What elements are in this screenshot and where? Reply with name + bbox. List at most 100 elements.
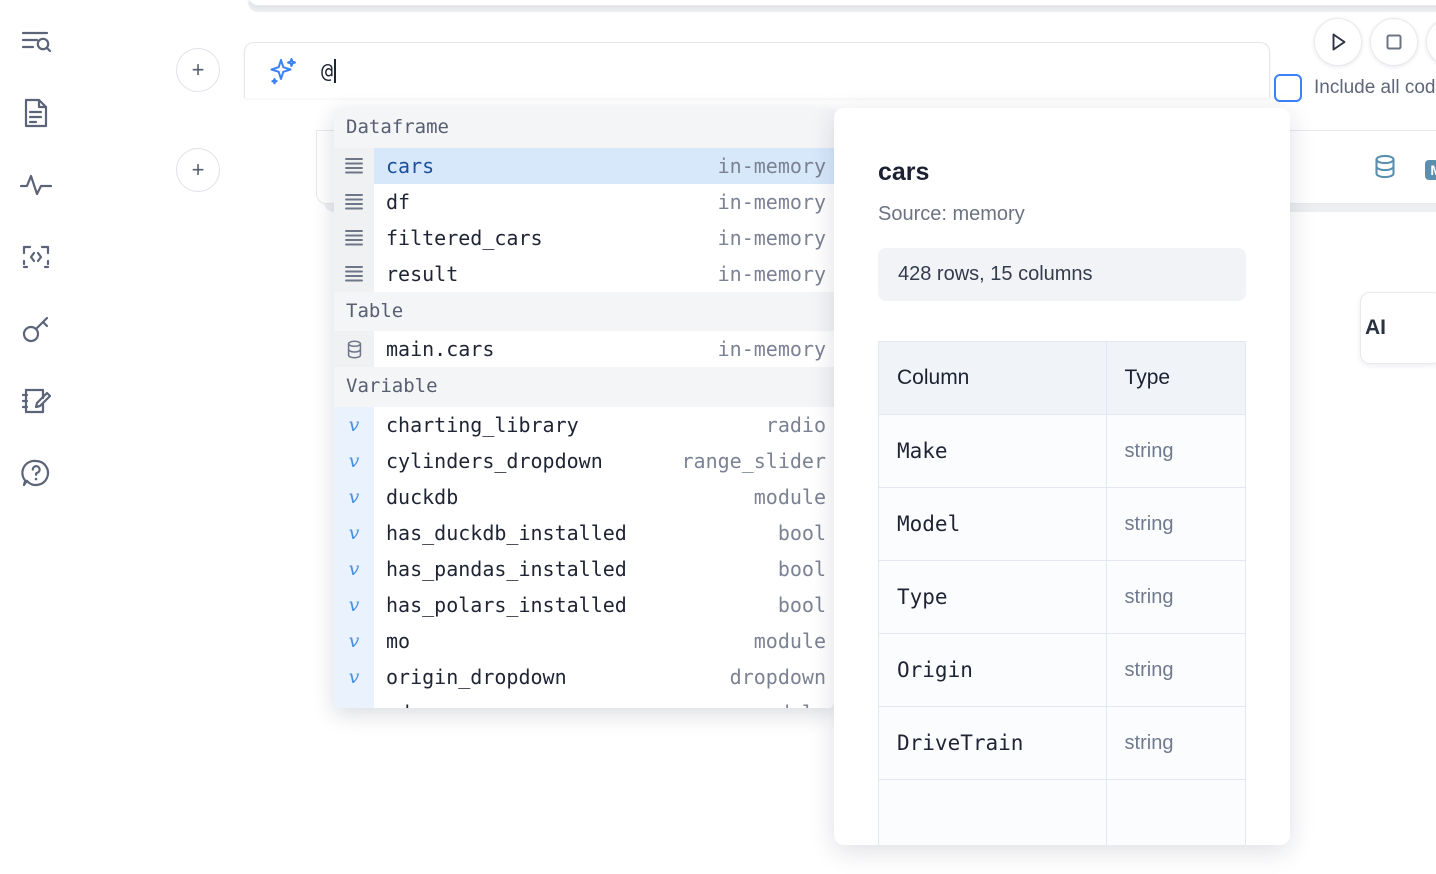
scratchpad-edit-icon[interactable] [13,378,59,424]
ai-chip[interactable]: AI [1360,292,1436,364]
sparkle-icon [267,55,299,87]
autocomplete-item-label: origin_dropdown [386,664,567,689]
left-sidebar [0,0,72,874]
markdown-icon[interactable]: M↓ [1425,159,1436,180]
outline-search-icon[interactable] [13,18,59,64]
autocomplete-item-label: main.cars [386,337,495,362]
autocomplete-item-type: in-memory [717,337,826,362]
schema-cell-type: string [1105,414,1247,488]
autocomplete-item[interactable]: main.cars in-memory [334,331,834,368]
schema-column-type: string [1124,512,1174,535]
autocomplete-item-type: radio [765,412,826,437]
schema-table-header-row: Column Type [878,341,1247,415]
schema-column-name: Type [897,585,948,609]
schema-table-row [878,779,1247,845]
variable-glyph-icon: v [334,442,374,479]
documentation-panel: cars Source: memory 428 rows, 15 columns… [834,108,1290,845]
variable-glyph-icon: v [334,514,374,551]
autocomplete-item-body: main.cars in-memory [374,331,834,367]
file-text-icon[interactable] [13,90,59,136]
schema-column-name: Origin [897,658,973,682]
variable-glyph-icon: v [334,694,374,708]
schema-column-name: DriveTrain [897,731,1024,755]
more-actions-button[interactable] [1426,18,1436,66]
autocomplete-item-label: cylinders_dropdown [386,448,603,473]
autocomplete-item[interactable]: result in-memory [334,255,834,292]
autocomplete-item-label: result [386,261,459,286]
schema-header-type-label: Type [1124,366,1171,389]
autocomplete-item-label: mo [386,628,411,653]
doc-title: cars [878,158,930,186]
key-icon[interactable] [13,306,59,352]
add-cell-below-button[interactable]: + [176,148,220,192]
help-chat-icon[interactable] [13,450,59,496]
schema-cell-type [1105,779,1247,845]
schema-header-column: Column [878,341,1107,415]
autocomplete-item-body: result in-memory [374,256,834,292]
include-all-code-checkbox[interactable] [1274,74,1302,102]
include-all-code-row[interactable]: Include all code [1274,74,1436,102]
autocomplete-item-type: range_slider [681,448,827,473]
database-icon [334,331,374,368]
autocomplete-item-type: bool [777,520,826,545]
autocomplete-item-type: in-memory [717,261,826,286]
autocomplete-item[interactable]: v has_pandas_installed bool [334,550,834,587]
variable-glyph-icon: v [334,406,374,443]
schema-column-name: Model [897,512,961,536]
autocomplete-item-label: has_duckdb_installed [386,520,627,545]
activity-icon[interactable] [13,162,59,208]
autocomplete-item[interactable]: v cylinders_dropdown range_slider [334,442,834,479]
autocomplete-item-type: bool [777,556,826,581]
autocomplete-item-label: has_polars_installed [386,592,627,617]
cell-toolbar: M↓ [1371,153,1436,186]
database-icon[interactable] [1371,153,1399,186]
variable-glyph-icon: v [334,478,374,515]
doc-source: Source: memory [878,203,1025,225]
autocomplete-group-header: Dataframe [334,108,834,148]
autocomplete-item[interactable]: v charting_library radio [334,406,834,443]
autocomplete-item-body: has_duckdb_installed bool [374,515,834,551]
autocomplete-item-body: has_pandas_installed bool [374,551,834,587]
text-caret [334,58,337,83]
dataframe-lines-icon [334,219,374,256]
autocomplete-item-body: pd module [374,695,834,708]
variable-glyph-icon: v [334,658,374,695]
autocomplete-group-header: Table [334,291,834,332]
stop-button[interactable] [1370,18,1418,66]
autocomplete-item-label: df [386,189,411,214]
doc-shape-badge: 428 rows, 15 columns [878,248,1246,301]
include-all-code-label: Include all code [1314,77,1436,98]
cell-above-shadow [248,2,1436,12]
schema-cell-column: Model [878,487,1107,561]
variable-glyph-icon: v [334,550,374,587]
dataframe-lines-icon [334,147,374,184]
run-button[interactable] [1314,18,1362,66]
autocomplete-item[interactable]: v has_duckdb_installed bool [334,514,834,551]
autocomplete-item[interactable]: v pd module [334,694,834,708]
schema-column-type: string [1124,731,1174,754]
autocomplete-item-label: pd [386,701,410,708]
add-cell-above-button[interactable]: + [176,48,220,92]
ai-prompt-bar[interactable]: @ [244,42,1270,98]
ai-chip-label: AI [1365,316,1386,339]
code-snippet-icon[interactable] [13,234,59,280]
autocomplete-item-label: charting_library [386,412,579,437]
autocomplete-item-label: has_pandas_installed [386,556,627,581]
cell-above[interactable] [248,0,1436,6]
autocomplete-item-type: module [754,701,826,708]
ai-prompt-input[interactable]: @ [321,58,337,83]
autocomplete-item-type: in-memory [717,225,826,250]
